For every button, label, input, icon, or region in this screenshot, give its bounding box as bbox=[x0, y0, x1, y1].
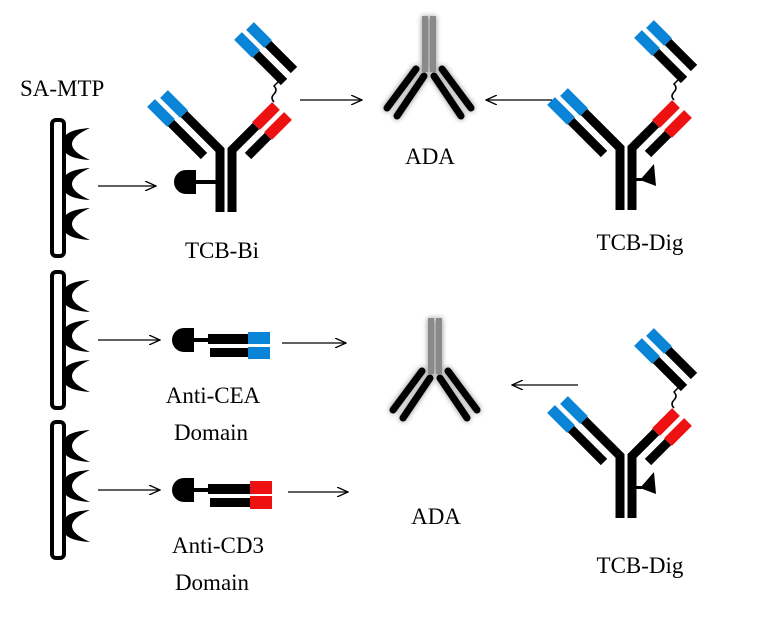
label-anti-cea-domain: Domain bbox=[174, 420, 249, 445]
label-anti-cea: Anti-CEA bbox=[166, 383, 261, 408]
sa-mtp-plate-3 bbox=[50, 420, 92, 560]
arrows bbox=[98, 100, 578, 492]
tcb-dig-antibody-bottom bbox=[551, 332, 694, 518]
digoxigenin-icon bbox=[640, 472, 656, 494]
label-anti-cd3: Anti-CD3 bbox=[172, 533, 264, 558]
tcb-bi-antibody bbox=[151, 26, 294, 212]
sa-mtp-plate-2 bbox=[50, 270, 92, 410]
label-tcb-dig-top: TCB-Dig bbox=[597, 230, 684, 255]
biotin-icon bbox=[174, 170, 216, 194]
label-ada-top: ADA bbox=[405, 144, 455, 169]
label-tcb-bi: TCB-Bi bbox=[185, 238, 259, 263]
sa-mtp-plate-1 bbox=[50, 118, 92, 258]
digoxigenin-icon bbox=[640, 164, 656, 186]
label-tcb-dig-bottom: TCB-Dig bbox=[597, 553, 684, 578]
tcb-dig-antibody-top bbox=[551, 24, 694, 210]
label-ada-bottom: ADA bbox=[411, 504, 461, 529]
label-anti-cd3-domain: Domain bbox=[175, 570, 250, 595]
ada-bottom bbox=[393, 318, 477, 418]
anti-cea-domain-fragment bbox=[172, 328, 270, 359]
ada-top bbox=[387, 16, 471, 116]
label-sa-mtp: SA-MTP bbox=[20, 76, 104, 101]
anti-cd3-domain-fragment bbox=[172, 478, 272, 509]
